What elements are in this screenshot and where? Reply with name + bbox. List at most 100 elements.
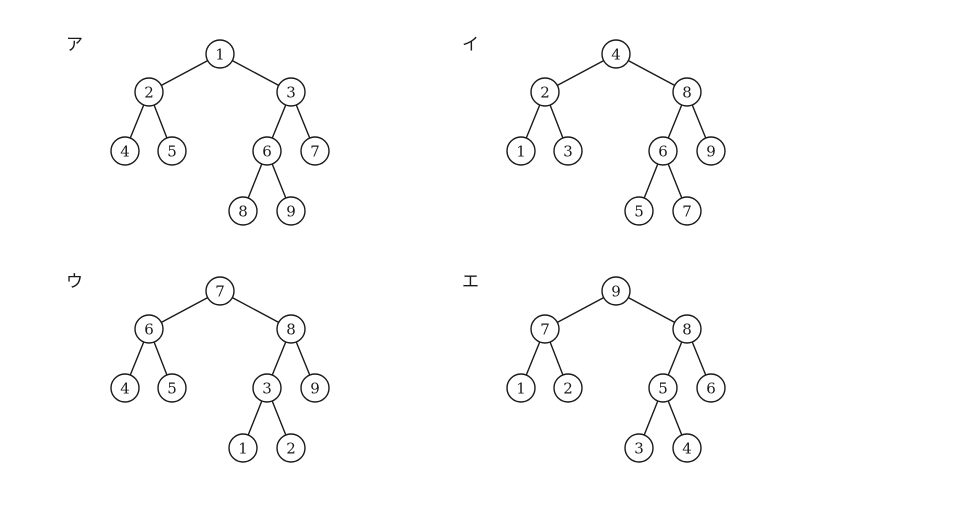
tree-node: 7 [205,276,235,306]
node-circle [228,433,258,463]
panel-label: ア [66,35,83,55]
tree-edge [247,400,263,436]
tree-edge [643,400,659,436]
node-circle [205,276,235,306]
node-value: 4 [120,380,130,398]
node-circle [648,136,678,166]
tree-edge [161,59,208,87]
node-value: 8 [286,321,296,339]
node-circle [276,314,306,344]
node-circle [601,39,631,69]
node-circle [205,39,235,69]
node-value: 3 [286,84,296,102]
tree-node: 9 [300,373,330,403]
tree-edge [232,296,279,324]
tree-edge [667,341,683,376]
tree-node: 9 [601,276,631,306]
tree-edge [643,163,659,199]
tree-edge [525,341,541,376]
tree-panel-3: ウ 7 6 8 4 5 3 9 1 2 [66,272,330,463]
node-value: 5 [167,380,177,398]
tree-node: 5 [648,373,678,403]
node-circle [672,433,702,463]
tree-node: 9 [696,136,726,166]
tree-node: 3 [276,77,306,107]
tree-edge [161,296,208,324]
node-value: 6 [262,143,272,161]
tree-node: 8 [228,196,258,226]
tree-edge [525,104,541,139]
node-circle [506,373,536,403]
node-circle [648,373,678,403]
tree-node: 2 [276,433,306,463]
node-circle [276,433,306,463]
node-circle [530,77,560,107]
tree-panel-1: ア 1 2 3 4 5 6 7 8 9 [66,35,330,226]
tree-edge [691,104,707,139]
node-value: 9 [286,203,296,221]
node-circle [624,433,654,463]
tree-edge [271,400,287,436]
node-circle [696,136,726,166]
panel-label: ウ [66,272,83,292]
node-circle [672,196,702,226]
node-circle [624,196,654,226]
node-value: 1 [238,440,248,458]
tree-node: 4 [110,136,140,166]
tree-edge [667,104,683,139]
node-circle [276,196,306,226]
tree-node: 6 [134,314,164,344]
node-circle [157,373,187,403]
tree-node: 1 [506,373,536,403]
tree-edge [153,104,168,139]
node-circle [157,136,187,166]
node-value: 2 [144,84,154,102]
node-circle [110,373,140,403]
tree-node: 8 [672,77,702,107]
node-value: 8 [238,203,248,221]
node-value: 7 [682,203,692,221]
tree-node: 2 [134,77,164,107]
node-value: 9 [310,380,320,398]
tree-edge [557,296,604,324]
node-circle [506,136,536,166]
node-value: 1 [215,46,225,64]
tree-node: 4 [672,433,702,463]
tree-node: 3 [252,373,282,403]
tree-edge [271,341,287,376]
node-value: 6 [706,380,716,398]
tree-node: 2 [530,77,560,107]
tree-edge [153,341,168,376]
node-value: 3 [262,380,272,398]
node-circle [276,77,306,107]
node-value: 4 [611,46,621,64]
panel-label: イ [462,35,479,55]
tree-node: 3 [553,136,583,166]
node-circle [134,77,164,107]
node-circle [553,373,583,403]
node-value: 5 [167,143,177,161]
node-circle [553,136,583,166]
node-value: 1 [516,380,526,398]
node-value: 4 [120,143,130,161]
node-circle [530,314,560,344]
node-value: 7 [540,321,550,339]
tree-node: 1 [205,39,235,69]
tree-edge [691,341,707,376]
tree-node: 8 [276,314,306,344]
tree-node: 8 [672,314,702,344]
tree-node: 4 [601,39,631,69]
tree-edge [628,59,675,87]
node-value: 7 [310,143,320,161]
tree-edge [557,59,604,87]
node-value: 5 [658,380,668,398]
node-value: 2 [563,380,573,398]
tree-edge [549,104,564,139]
tree-node: 5 [157,136,187,166]
tree-edge [295,341,311,376]
tree-node: 7 [300,136,330,166]
node-circle [696,373,726,403]
node-circle [672,314,702,344]
node-value: 3 [563,143,573,161]
